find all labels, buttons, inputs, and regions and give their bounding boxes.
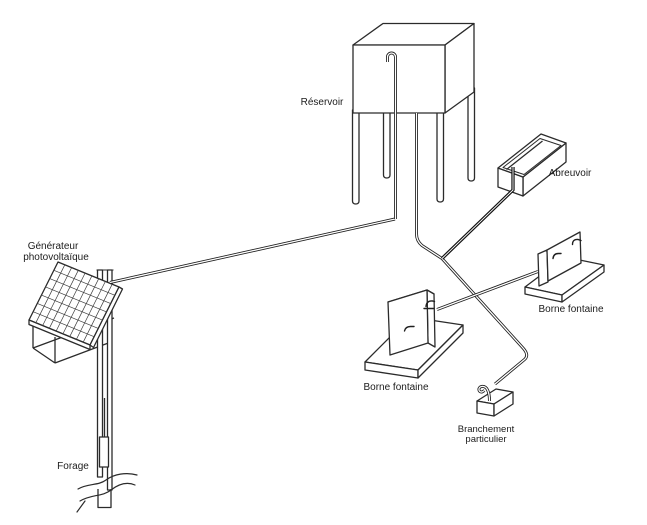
faucet-icon [477, 384, 491, 402]
solar-panel [28, 261, 124, 351]
label-reservoir: Réservoir [301, 97, 344, 108]
label-borne-fontaine-left: Borne fontaine [363, 382, 428, 393]
riser-pipe-top [386, 51, 397, 219]
label-generateur-line1: Générateur [28, 241, 79, 252]
panel-support-frame [32, 269, 115, 491]
borne-fontaine-right [524, 231, 605, 303]
tap-icon [423, 300, 436, 310]
borne-feed-pipe [436, 270, 539, 311]
main-distribution-line [440, 257, 529, 386]
label-branchement-line1: Branchement [458, 424, 515, 435]
borne-fontaine-left [364, 289, 464, 379]
abreuvoir-trough [497, 133, 567, 197]
borehole [76, 398, 138, 513]
panel-grid [32, 264, 116, 343]
label-abreuvoir: Abreuvoir [549, 168, 592, 179]
tap-icon [571, 238, 582, 246]
distribution-pipe [415, 113, 443, 260]
submersible-pump [98, 436, 110, 468]
abreuvoir-feed-pipe [440, 167, 515, 260]
label-forage: Forage [57, 461, 89, 472]
ground-wave-lines [76, 473, 138, 513]
tank-legs [351, 87, 476, 205]
label-generateur-line2: photovoltaïque [23, 252, 89, 263]
label-borne-fontaine-right: Borne fontaine [538, 304, 603, 315]
branchement-box [476, 384, 514, 417]
label-branchement-line2: particulier [465, 434, 506, 445]
tap-icon [403, 325, 415, 332]
reservoir-tank [352, 22, 475, 114]
tap-icon [552, 252, 562, 260]
